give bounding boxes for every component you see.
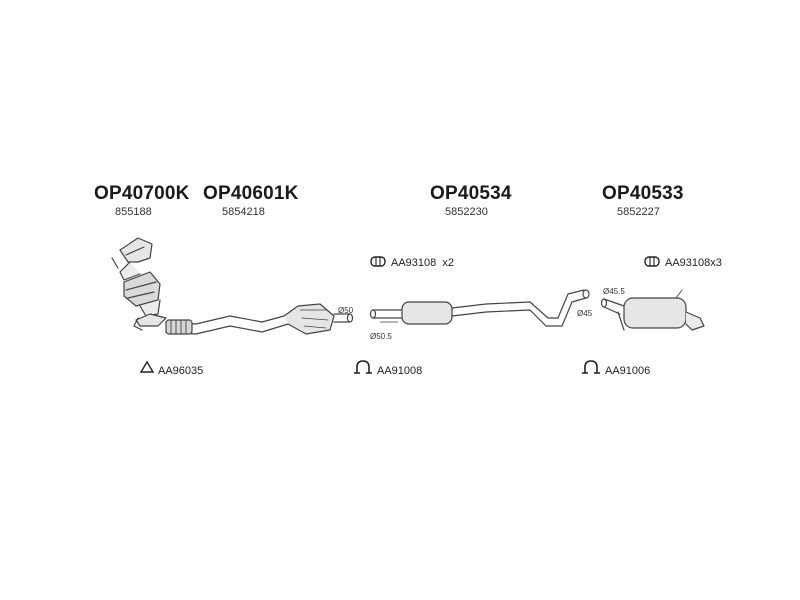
manifold-catalyst-drawing <box>111 237 167 331</box>
part-code-op40533: OP40533 <box>602 183 684 204</box>
gasket-ring-icon <box>139 360 155 373</box>
accessory-clamp-label-2: AA93108x3 <box>665 257 722 269</box>
part-code-op40700k: OP40700K <box>94 183 190 204</box>
clamp-icon-2 <box>644 256 660 267</box>
hanger-icon-1 <box>354 360 372 374</box>
rear-silencer-drawing <box>600 289 705 331</box>
accessory-hanger-label-1: AA91008 <box>377 365 423 377</box>
dimension-label-d50-5: Ø50.5 <box>370 332 392 341</box>
accessory-gasket-label: AA96035 <box>158 365 204 377</box>
front-pipe-drawing <box>165 303 354 335</box>
part-number-855188: 855188 <box>115 206 152 218</box>
accessory-hanger-label-2: AA91006 <box>605 365 651 377</box>
dimension-label-d45: Ø45 <box>577 309 593 318</box>
part-code-op40601k: OP40601K <box>203 183 299 204</box>
hanger-icon-2 <box>582 360 600 374</box>
dimension-label-d45-5: Ø45.5 <box>603 287 625 296</box>
part-number-5852227: 5852227 <box>617 206 660 218</box>
dimension-label-d50: Ø50 <box>338 306 354 315</box>
part-number-5854218: 5854218 <box>222 206 265 218</box>
part-code-op40534: OP40534 <box>430 183 512 204</box>
middle-silencer-drawing <box>369 289 590 327</box>
accessory-clamp-label-1: AA93108 x2 <box>391 257 455 269</box>
clamp-icon-1 <box>370 256 386 267</box>
part-number-5852230: 5852230 <box>445 206 488 218</box>
